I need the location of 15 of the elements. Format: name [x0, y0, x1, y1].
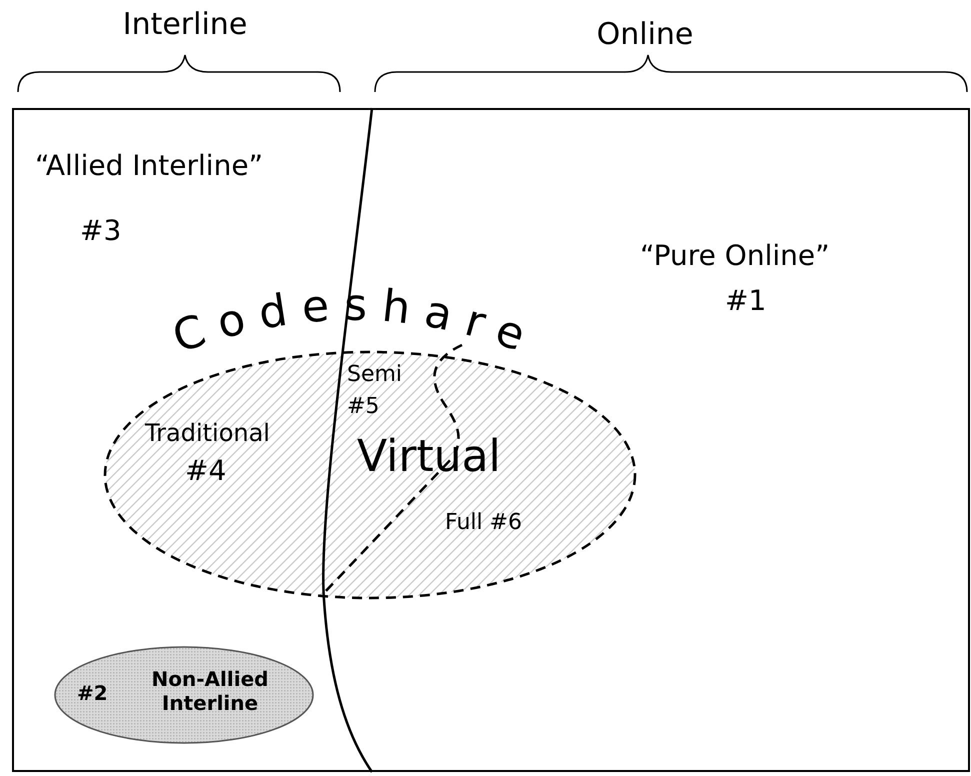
- region-label: Non-Allied Interline: [150, 667, 270, 715]
- category-label: “Allied Interline”: [35, 150, 264, 182]
- callout-number: #1: [725, 285, 766, 318]
- region-label: Virtual: [357, 432, 501, 483]
- section-heading: Interline: [122, 8, 248, 42]
- section-heading: Online: [596, 18, 694, 52]
- callout-number: #4: [185, 455, 226, 488]
- callout-number: #3: [80, 215, 122, 248]
- region-label: Full #6: [445, 510, 522, 536]
- region-label: Traditional: [145, 420, 270, 448]
- frame-box: [12, 108, 970, 772]
- region-label: Semi: [347, 362, 402, 388]
- category-label: “Pure Online”: [640, 240, 830, 272]
- callout-number: #5: [347, 394, 380, 420]
- callout-number: #2: [77, 681, 108, 705]
